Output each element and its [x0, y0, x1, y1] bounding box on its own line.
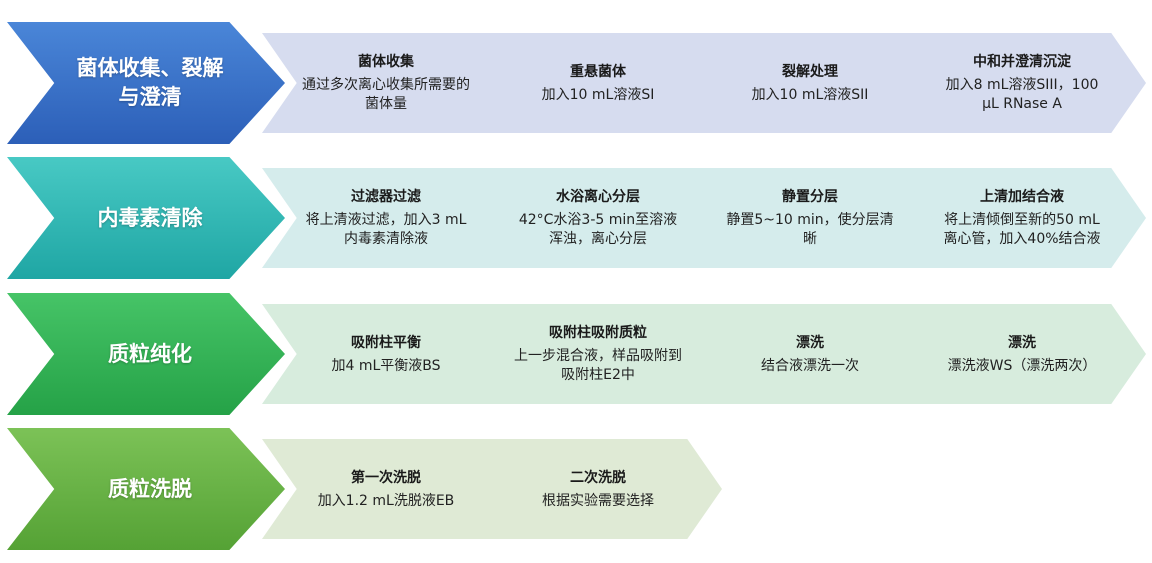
step-title: 过滤器过滤 [351, 189, 421, 205]
step-title: 静置分层 [782, 189, 838, 205]
step-arrow: 过滤器过滤 将上清液过滤，加入3 mL内毒素清除液 [262, 168, 510, 268]
step-arrow: 上清加结合液 将上清倾倒至新的50 mL离心管，加入40%结合液 [898, 168, 1146, 268]
stage-row-lysis: 菌体收集、裂解与澄清 菌体收集 通过多次离心收集所需要的菌体量 重悬菌体 加入1… [0, 22, 1152, 144]
step-description: 加入1.2 mL洗脱液EB [317, 492, 455, 509]
step-arrow: 菌体收集 通过多次离心收集所需要的菌体量 [262, 33, 510, 133]
step-arrow: 吸附柱平衡 加4 mL平衡液BS [262, 304, 510, 404]
step-description: 加入10 mL溶液SII [751, 86, 869, 103]
step-title: 第一次洗脱 [351, 469, 421, 486]
stage-title: 菌体收集、裂解与澄清 [76, 56, 224, 109]
step-title: 漂洗 [1008, 334, 1036, 351]
step-title: 中和并澄清沉淀 [973, 54, 1071, 70]
step-arrow: 二次洗脱 根据实验需要选择 [474, 439, 722, 539]
step-description: 将上清液过滤，加入3 mL内毒素清除液 [305, 212, 467, 247]
step-description: 静置5~10 min，使分层清晰 [726, 212, 894, 247]
step-arrow: 中和并澄清沉淀 加入8 mL溶液SIII，100 µL RNase A [898, 33, 1146, 133]
step-description: 加入8 mL溶液SIII，100 µL RNase A [945, 77, 1099, 112]
step-arrow: 吸附柱吸附质粒 上一步混合液，样品吸附到吸附柱E2中 [474, 304, 722, 404]
step-title: 重悬菌体 [570, 63, 626, 80]
step-arrow: 裂解处理 加入10 mL溶液SII [686, 33, 934, 133]
stage-header: 质粒纯化 [7, 293, 285, 415]
step-description: 结合液漂洗一次 [761, 357, 859, 374]
step-arrow: 重悬菌体 加入10 mL溶液SI [474, 33, 722, 133]
step-description: 上一步混合液，样品吸附到吸附柱E2中 [514, 348, 682, 383]
stage-title: 质粒洗脱 [108, 476, 192, 501]
stage-header: 质粒洗脱 [7, 428, 285, 550]
step-description: 加入10 mL溶液SI [541, 86, 655, 103]
step-title: 吸附柱吸附质粒 [549, 325, 647, 341]
step-arrow: 静置分层 静置5~10 min，使分层清晰 [686, 168, 934, 268]
step-description: 加4 mL平衡液BS [331, 357, 441, 374]
stage-row-purification: 质粒纯化 吸附柱平衡 加4 mL平衡液BS 吸附柱吸附质粒 上一步混合液，样品吸… [0, 293, 1152, 415]
stage-title: 质粒纯化 [108, 341, 192, 366]
step-description: 通过多次离心收集所需要的菌体量 [302, 77, 470, 112]
stage-row-elution: 质粒洗脱 第一次洗脱 加入1.2 mL洗脱液EB 二次洗脱 根据实验需要选择 [0, 428, 1152, 550]
stage-header: 内毒素清除 [7, 157, 285, 279]
step-arrow: 第一次洗脱 加入1.2 mL洗脱液EB [262, 439, 510, 539]
step-title: 上清加结合液 [980, 189, 1064, 205]
stage-header: 菌体收集、裂解与澄清 [7, 22, 285, 144]
step-arrow: 漂洗 结合液漂洗一次 [686, 304, 934, 404]
step-arrow: 水浴离心分层 42°C水浴3-5 min至溶液浑浊，离心分层 [474, 168, 722, 268]
step-title: 吸附柱平衡 [351, 334, 421, 351]
step-arrow: 漂洗 漂洗液WS（漂洗两次） [898, 304, 1146, 404]
step-title: 菌体收集 [358, 54, 414, 70]
step-description: 42°C水浴3-5 min至溶液浑浊，离心分层 [518, 212, 678, 247]
step-title: 漂洗 [796, 334, 824, 351]
step-title: 水浴离心分层 [556, 189, 640, 205]
stage-row-endotoxin: 内毒素清除 过滤器过滤 将上清液过滤，加入3 mL内毒素清除液 水浴离心分层 4… [0, 157, 1152, 279]
step-title: 裂解处理 [782, 63, 838, 80]
step-title: 二次洗脱 [570, 469, 626, 486]
step-description: 将上清倾倒至新的50 mL离心管，加入40%结合液 [943, 212, 1101, 247]
step-description: 漂洗液WS（漂洗两次） [947, 357, 1097, 374]
step-description: 根据实验需要选择 [542, 492, 654, 509]
stage-title: 内毒素清除 [97, 205, 203, 230]
